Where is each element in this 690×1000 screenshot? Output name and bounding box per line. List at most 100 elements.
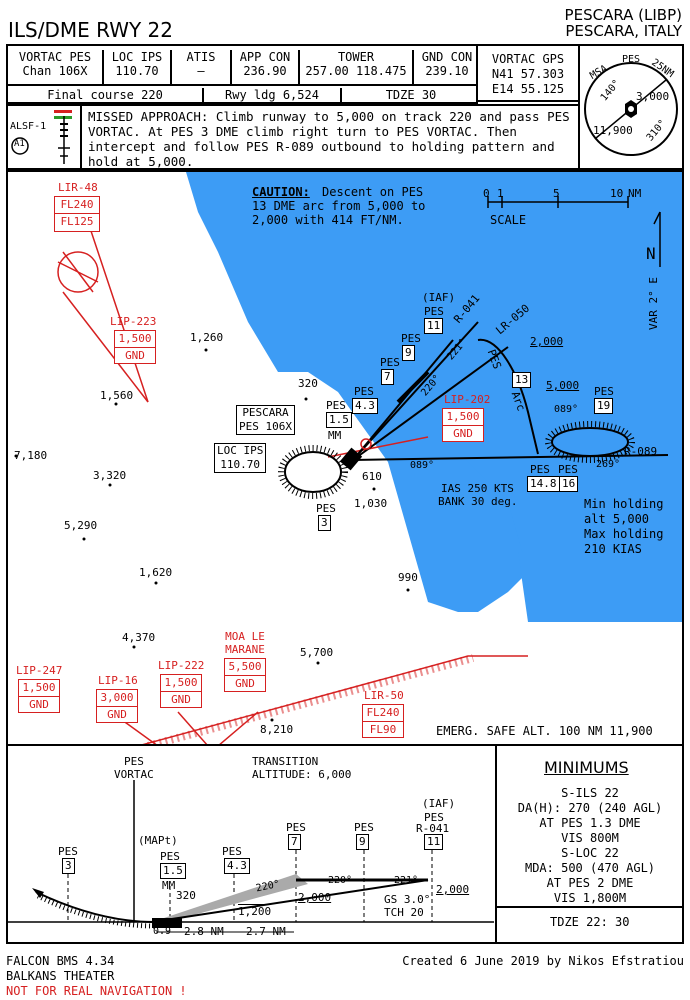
caution-text-3: 2,000 with 414 FT/NM. [252,213,404,227]
holding-line-3: Max holding [584,527,664,541]
spot-8210: 8,210 [260,723,294,736]
min-ils-3: AT PES 1.3 DME [539,816,641,830]
info-row: Final course 220 Rwy ldg 6,524 TDZE 30 [6,84,478,104]
profile-dist-27: 2.7 NM [246,925,286,938]
profile-r041: R-041 [416,822,450,835]
fix-pes19-name: PES [594,385,614,398]
fix-pes3: 3 [318,515,331,531]
footer-credit: Created 6 June 2019 by Nikos Efstratiou [402,954,684,968]
scale-tick-10: 10 [610,187,624,200]
caution-text-2: 13 DME arc from 5,000 to [252,199,426,213]
profile-pes11-name: PES [424,811,444,824]
fix-pes7: 7 [381,369,394,385]
sea-area [186,172,682,612]
profile-tch: TCH 20 [384,906,424,919]
profile-alt-1200: 1,200 [238,905,272,918]
missed-approach-text: MISSED APPROACH: Climb runway to 5,000 o… [88,109,570,169]
min-ils-2: DA(H): 270 (240 AGL) [517,801,663,815]
spot-1030: 1,030 [354,497,388,510]
profile-pes3-name: PES [58,845,78,858]
spot-320: 320 [298,377,318,390]
lip16-name: LIP-16 [98,674,138,687]
min-loc-1: S-LOC 22 [561,846,619,860]
profile-svg [8,780,494,933]
msa-south-alt: 11,900 [593,124,633,137]
radial-r089: R-089 [624,445,658,458]
profile-pes15-name: PES [160,850,180,863]
fix-pes148-name: PES [530,463,550,476]
iaf-label: (IAF) [422,291,456,304]
course-089-hold: 089° [554,404,579,415]
profile-dist-28: 2.8 NM [184,925,224,938]
lir50-name: LIR-50 [364,689,404,702]
fix-pes15: 1.5 [326,412,352,428]
alsf-symbol [11,110,72,164]
profile-mapt: (MAPt) [138,834,178,847]
scale-tick-0: 0 [483,187,490,200]
min-loc-2: MDA: 500 (470 AGL) [524,861,656,875]
spot-610: 610 [362,470,382,483]
var-label: VAR 2° E [647,277,660,330]
fix-pes3-name: PES [316,502,336,515]
profile-vortac-2: VORTAC [114,768,154,781]
plan-view-svg [14,172,682,744]
caution-text-1: Descent on PES [322,185,424,199]
profile-pes9-name: PES [354,821,374,834]
spot-990: 990 [398,571,418,584]
profile-crs-2: 220° [328,875,353,886]
min-ils-4: VIS 800M [561,831,619,845]
profile-pes43: 4.3 [224,858,250,874]
msa-circle [584,62,678,156]
alt-2000-plan: 2,000 [530,335,564,348]
alsf-box [6,104,82,170]
profile-crs-3: 221° [394,875,419,886]
course-089: 089° [410,460,435,471]
spot-5290: 5,290 [64,519,98,532]
footer-line-1: FALCON BMS 4.34 [6,954,115,968]
spot-7180: 7,180 [14,449,48,462]
profile-divider [495,744,497,944]
profile-alt-2000b: 2,000 [436,883,470,896]
alt-5000-plan: 5,000 [546,379,580,392]
profile-pes7: 7 [288,834,301,850]
sea-area-3 [518,552,682,622]
alsf-code: A1 [14,139,25,149]
spot-3320: 3,320 [93,469,127,482]
profile-gs: GS 3.0° [384,893,431,906]
min-ils-1: S-ILS 22 [561,786,619,800]
alsf-label: ALSF-1 [10,121,47,132]
spot-1560: 1,560 [100,389,134,402]
vortac-gps-box: VORTAC GPS N41 57.303 E14 55.125 [476,44,580,102]
fix-pes9: 9 [402,345,415,361]
fix-pes11-name: PES [424,305,444,318]
north-label: N [646,244,656,263]
minimums-block: S-ILS 22 DA(H): 270 (240 AGL) AT PES 1.3… [497,786,683,906]
fix-pes11: 11 [424,318,444,334]
airport-name: PESCARA (LIBP) [564,6,682,24]
holding-line-4: 210 KIAS [584,542,642,556]
fix-pes148: 14.8 [527,476,560,492]
profile-pes9: 9 [356,834,369,850]
holding-line-2: alt 5,000 [584,512,650,526]
lip222-name: LIP-222 [158,659,205,672]
profile-frame [6,744,684,944]
scale-label: SCALE [490,213,527,227]
lir48-name: LIR-48 [58,181,98,194]
scale-tick-5: 5 [553,187,560,200]
fix-pes19: 19 [594,398,614,414]
profile-pes7-name: PES [286,821,306,834]
fix-pes16-name: PES [558,463,578,476]
